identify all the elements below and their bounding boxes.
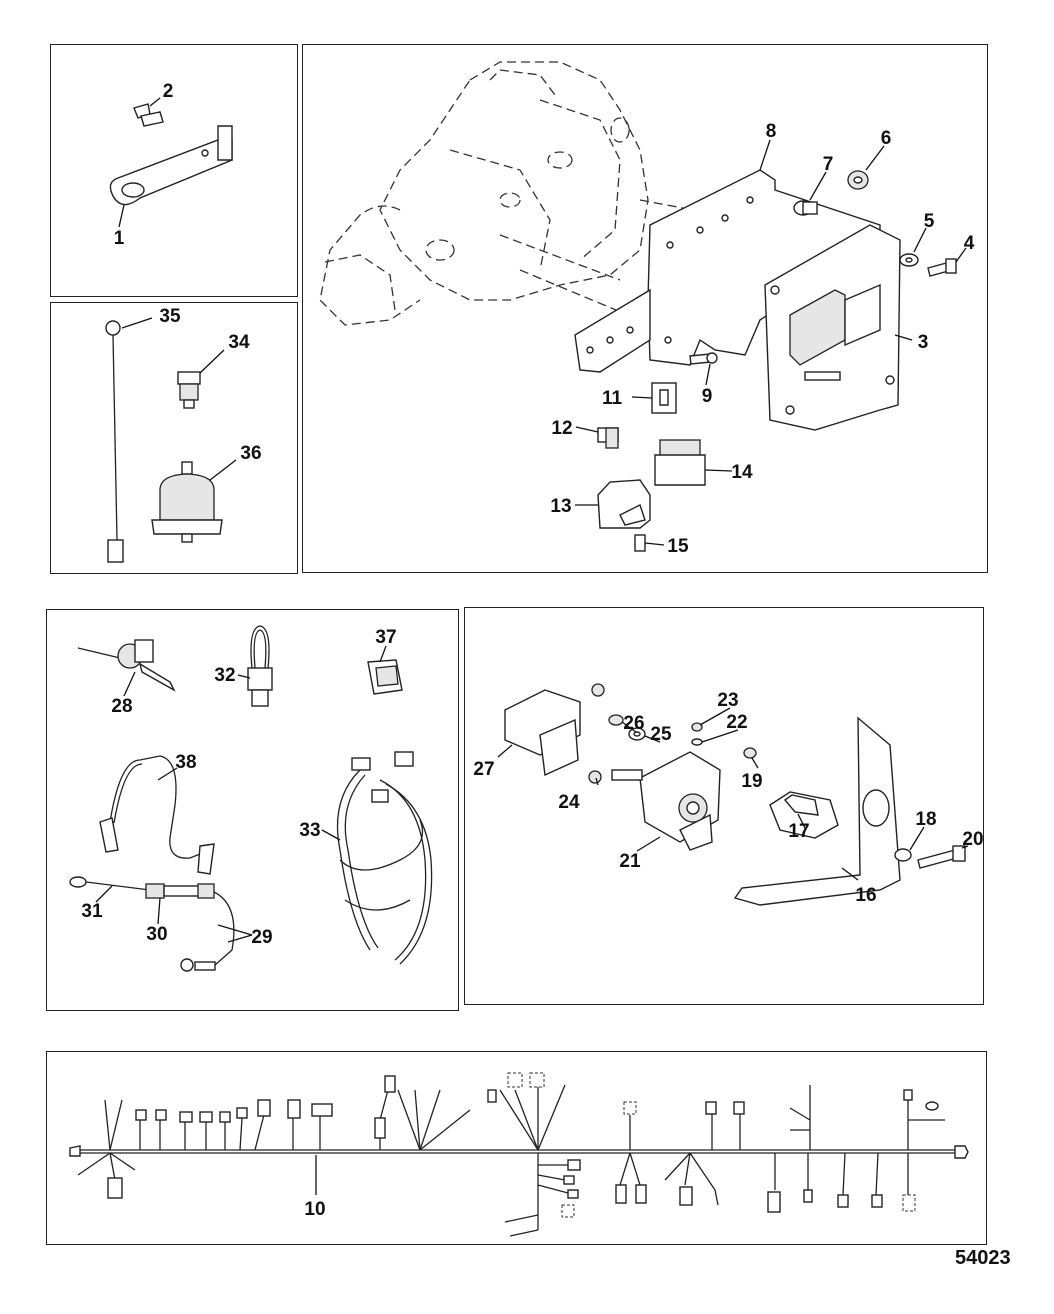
callout-13: 13 [550, 496, 571, 517]
jumper-loop-part-32 [247, 625, 273, 707]
grommet-part-6 [847, 170, 869, 190]
connector-part-37 [367, 659, 403, 695]
callout-19: 19 [741, 771, 762, 792]
washer-part-5 [899, 253, 919, 267]
bracket-part-27 [504, 689, 581, 777]
pressure-switch-part-34 [177, 371, 201, 409]
nut-part-26 [608, 714, 624, 726]
fuse-holder-part-11 [651, 382, 677, 414]
callout-3: 3 [918, 332, 929, 353]
callout-18: 18 [915, 809, 936, 830]
lead-part-29 [180, 891, 235, 972]
callout-1: 1 [114, 228, 125, 249]
transmission-housing-phantom [319, 61, 801, 326]
callout-23: 23 [717, 690, 738, 711]
ground-lead-part-31 [69, 876, 151, 891]
ecm-module-part-3 [764, 224, 901, 431]
callout-11: 11 [602, 388, 623, 409]
callout-6: 6 [881, 128, 892, 149]
callout-14: 14 [731, 462, 753, 483]
bolt-part-4 [927, 258, 957, 277]
fuse-cover-part-13 [597, 479, 651, 529]
bolt-part-2 [133, 103, 164, 127]
callout-35: 35 [159, 306, 181, 327]
callout-32: 32 [214, 665, 235, 686]
main-harness-part-10 [69, 1084, 969, 1237]
callout-25: 25 [650, 724, 672, 745]
solenoid-part-21 [611, 751, 721, 851]
callout-20: 20 [962, 829, 983, 850]
callout-9: 9 [702, 386, 713, 407]
washer-part-25 [628, 727, 646, 741]
callout-10: 10 [304, 1199, 325, 1220]
panel-bracket-detail [50, 44, 298, 297]
panel-sensors [50, 302, 298, 574]
fuse-holder-part-30 [145, 883, 215, 899]
nut-part-23 [691, 722, 703, 732]
bracket-part-1 [109, 125, 233, 206]
washer-part-22 [691, 738, 703, 746]
circuit-breaker-part-17 [769, 791, 839, 839]
panel-solenoid-assembly [464, 607, 984, 1005]
mounting-plate-part-8 [574, 169, 881, 373]
mount-bracket-part-16 [733, 716, 901, 906]
jumper-part-38 [99, 755, 215, 875]
bolt-part-20 [917, 845, 966, 869]
callout-27: 27 [473, 759, 494, 780]
callout-22: 22 [726, 712, 747, 733]
callout-29: 29 [251, 927, 272, 948]
callout-5: 5 [924, 211, 935, 232]
callout-33: 33 [299, 820, 320, 841]
callout-7: 7 [823, 154, 834, 175]
pressure-sender-part-36 [151, 461, 223, 543]
callout-4: 4 [964, 233, 975, 254]
callout-30: 30 [146, 924, 167, 945]
sensor-part-28 [77, 639, 176, 692]
callout-21: 21 [619, 851, 641, 872]
callout-38: 38 [175, 752, 196, 773]
relay-part-14 [654, 439, 706, 486]
sensor-lead-part-35 [105, 320, 124, 563]
screw-part-9 [689, 352, 718, 365]
callout-8: 8 [766, 121, 777, 142]
spacer-part-7 [793, 200, 818, 216]
callout-24: 24 [558, 792, 580, 813]
callout-28: 28 [111, 696, 132, 717]
callout-36: 36 [240, 443, 261, 464]
callout-34: 34 [228, 332, 250, 353]
callout-37: 37 [375, 627, 396, 648]
callout-17: 17 [788, 821, 809, 842]
fuse-part-15 [634, 534, 646, 552]
callout-2: 2 [163, 81, 174, 102]
harness-connectors [107, 1072, 939, 1218]
stud-part-24 [588, 683, 605, 784]
callout-26: 26 [623, 713, 644, 734]
callout-16: 16 [855, 885, 876, 906]
nut-part-19 [743, 747, 757, 759]
panel-harness-accessories [46, 609, 459, 1011]
panel-main-assembly [302, 44, 988, 573]
washer-part-18 [894, 848, 912, 862]
callout-12: 12 [551, 418, 572, 439]
callout-31: 31 [81, 901, 103, 922]
panel-main-harness [46, 1051, 987, 1245]
clip-part-12 [597, 427, 619, 449]
harness-part-33 [336, 751, 433, 965]
callout-15: 15 [667, 536, 689, 557]
figure-reference-number: 54023 [955, 1247, 1011, 1269]
